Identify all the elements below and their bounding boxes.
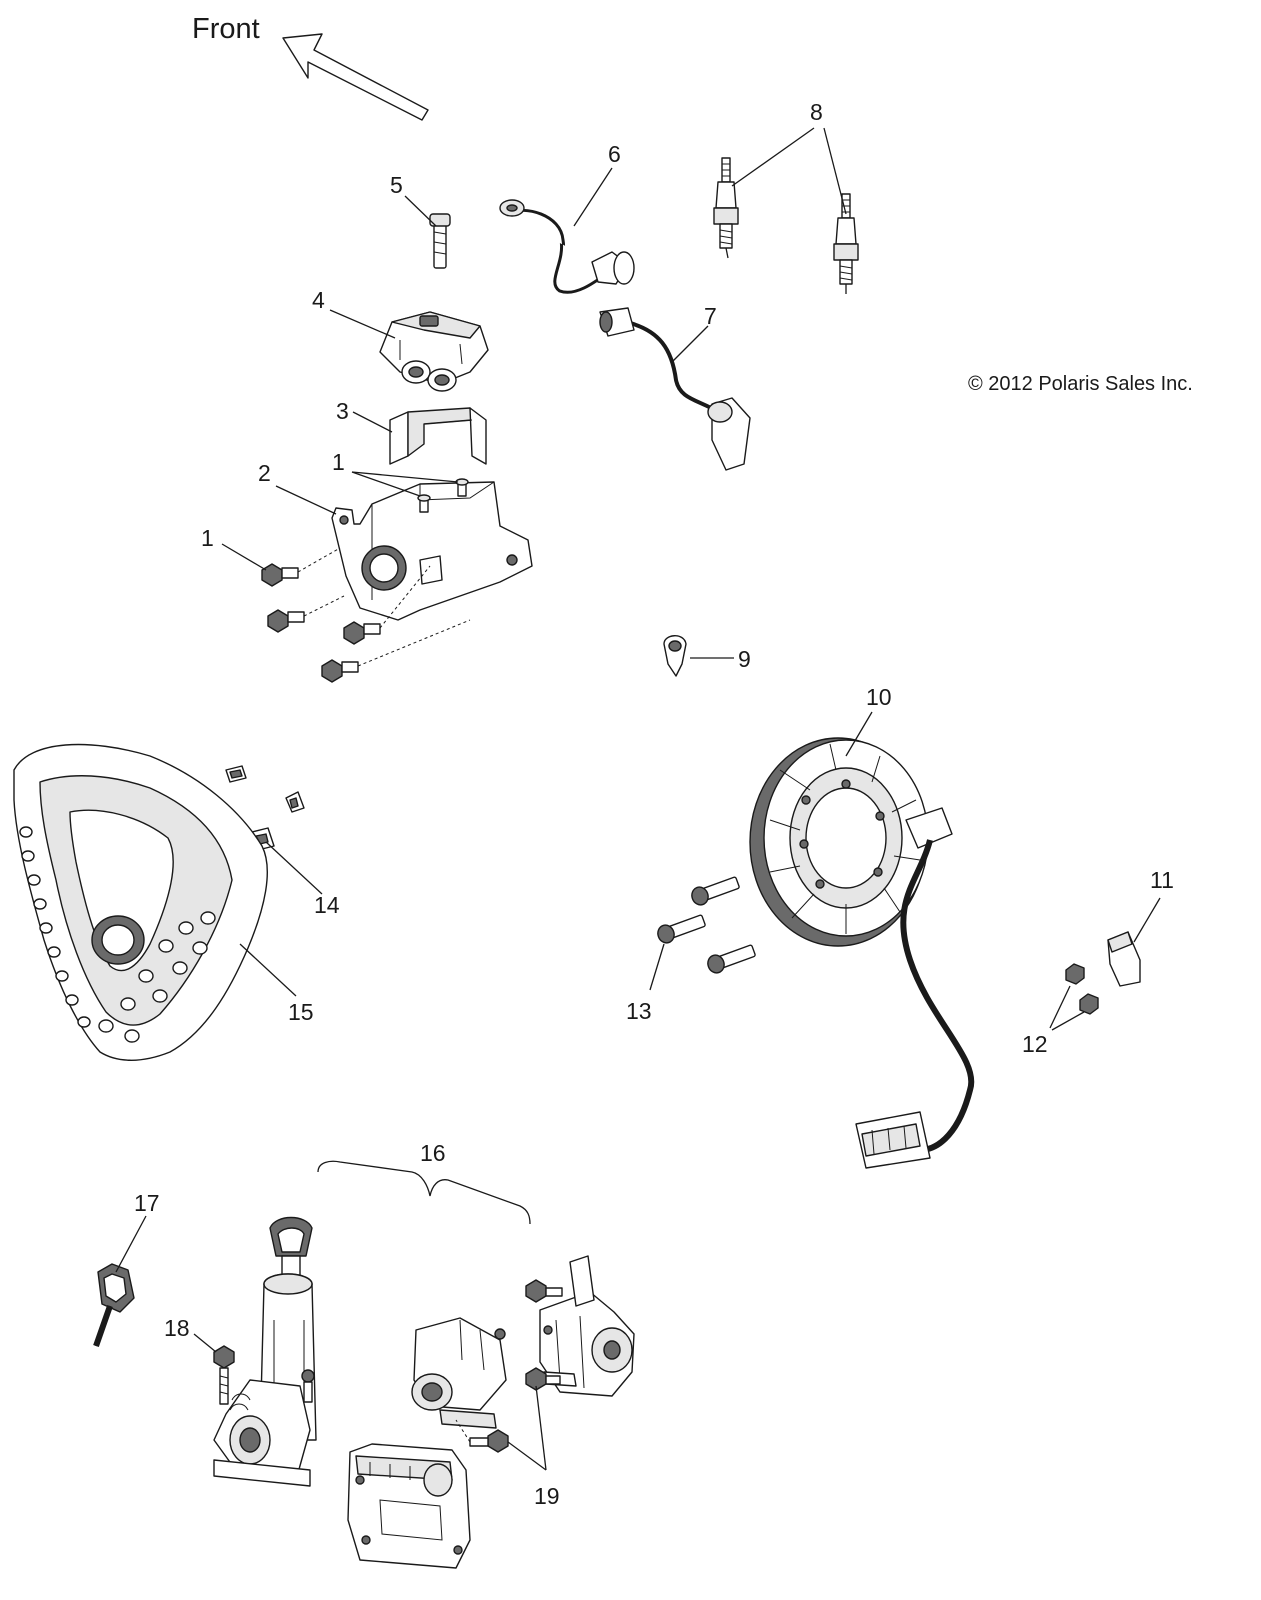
callout-18: 18 xyxy=(164,1315,190,1341)
part-2-mounting-bracket xyxy=(275,478,533,621)
callout-13: 13 xyxy=(626,998,652,1024)
callout-11: 11 xyxy=(1150,867,1174,893)
callout-16: 16 xyxy=(420,1140,446,1166)
part-14-clips xyxy=(225,765,323,895)
part-5-bolt xyxy=(404,195,451,269)
callout-17: 17 xyxy=(134,1190,160,1216)
part-8-spark-plugs xyxy=(713,127,859,294)
callout-10: 10 xyxy=(866,684,892,710)
part-16-bracket-indicator xyxy=(317,1160,531,1225)
part-1-screws xyxy=(221,543,471,683)
part-17-key xyxy=(93,1215,147,1347)
part-16-ignition-switch-assembly xyxy=(213,1216,635,1569)
part-15-bezel xyxy=(13,743,297,1061)
callout-1-lower: 1 xyxy=(201,525,214,551)
part-3-bracket xyxy=(352,407,487,465)
copyright-text: © 2012 Polaris Sales Inc. xyxy=(968,373,1193,395)
front-label: Front xyxy=(192,13,260,45)
part-4-ignition-coil xyxy=(329,309,489,392)
part-9-clip xyxy=(663,635,734,677)
callout-7: 7 xyxy=(704,303,717,329)
front-indicator: Front xyxy=(192,13,429,121)
callout-19: 19 xyxy=(534,1483,560,1509)
callout-2: 2 xyxy=(258,460,271,486)
callout-9: 9 xyxy=(738,646,751,672)
part-6-plug-wire xyxy=(499,167,635,294)
part-18-bolt xyxy=(193,1333,235,1405)
callout-3: 3 xyxy=(336,398,349,424)
part-13-screws xyxy=(649,876,756,991)
part-7-plug-wire xyxy=(599,307,751,471)
callout-6: 6 xyxy=(608,141,621,167)
callout-1-upper: 1 xyxy=(332,449,345,475)
part-11-connector xyxy=(1107,897,1161,987)
callout-15: 15 xyxy=(288,999,314,1025)
callout-1-upper-leaders xyxy=(351,471,459,497)
part-12-nuts xyxy=(1049,963,1099,1031)
part-10-stator xyxy=(749,711,975,1169)
front-arrow-icon xyxy=(282,33,429,121)
callout-4: 4 xyxy=(312,287,325,313)
callout-8: 8 xyxy=(810,99,823,125)
callout-5: 5 xyxy=(390,172,403,198)
callout-14: 14 xyxy=(314,892,340,918)
callout-12: 12 xyxy=(1022,1031,1048,1057)
